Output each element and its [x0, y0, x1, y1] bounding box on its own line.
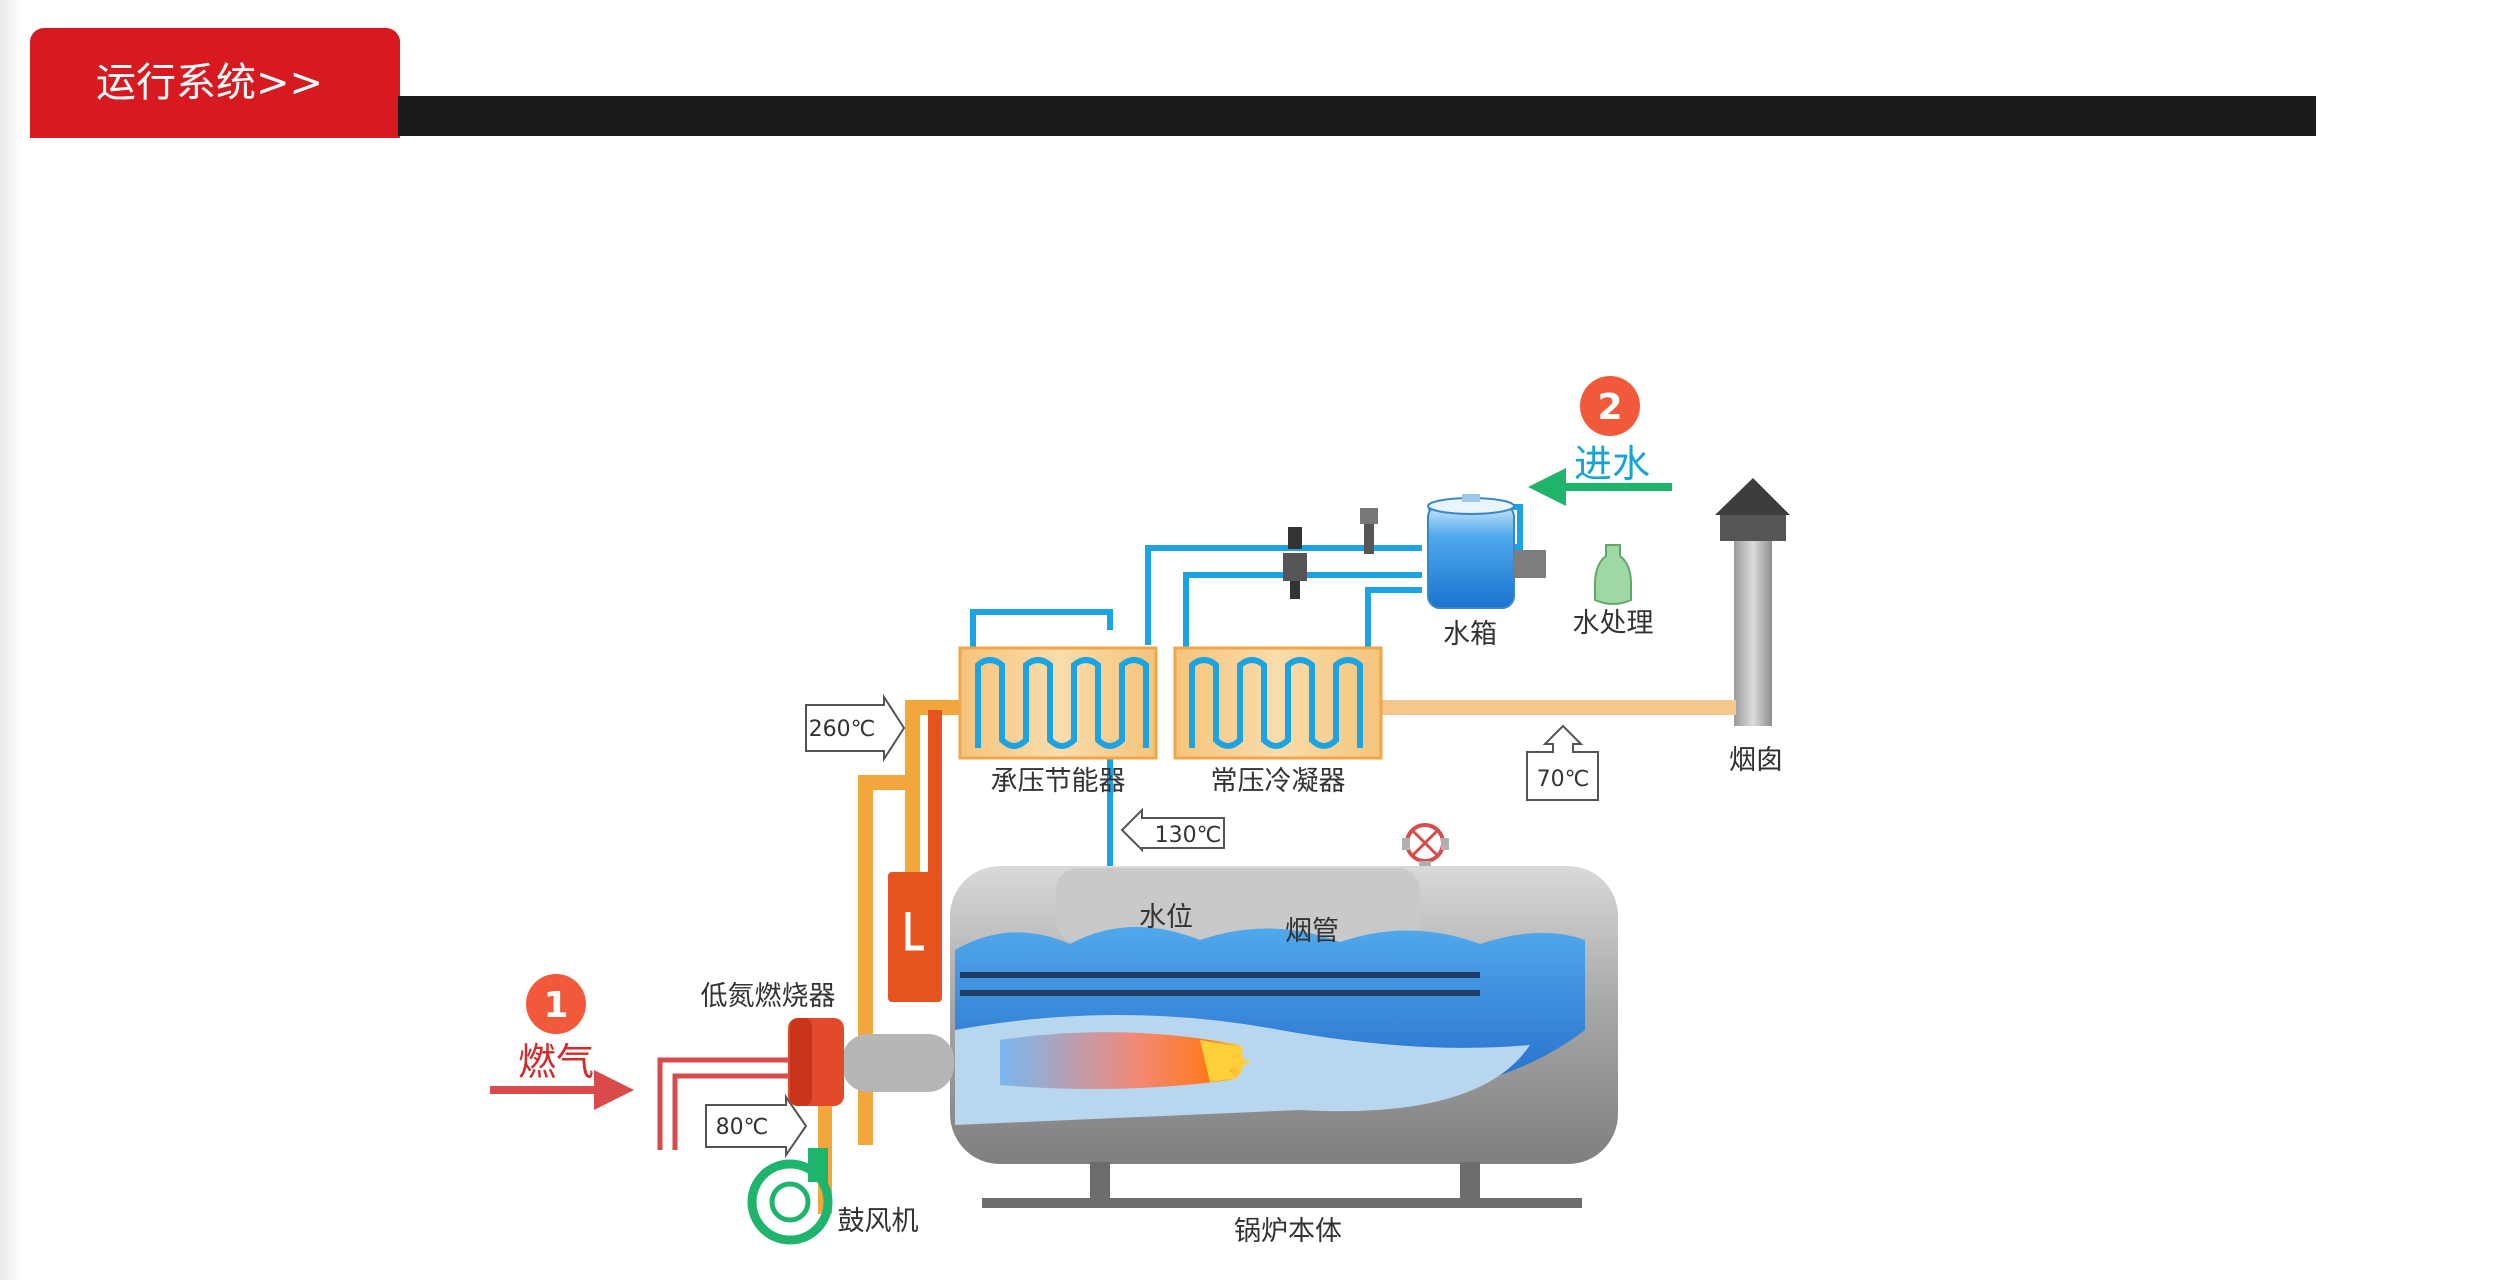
- boiler-body: [950, 866, 1618, 1208]
- water-inlet-arrow: [1528, 468, 1672, 506]
- water-tank: [1427, 494, 1546, 609]
- section-header-tab[interactable]: 运行系统>>: [30, 28, 400, 138]
- svg-text:260℃: 260℃: [809, 717, 876, 742]
- blower-fan: [747, 1106, 833, 1245]
- gas-pipe: [657, 1057, 790, 1150]
- water-treatment-bottle: [1593, 544, 1633, 605]
- svg-text:80℃: 80℃: [716, 1115, 769, 1140]
- temp-tag-70: 70℃: [1526, 724, 1599, 801]
- flue-tube-label: 烟管: [1285, 916, 1339, 947]
- header-bar: [398, 96, 2316, 136]
- condenser: [1173, 646, 1383, 760]
- safety-valve-icon: [1402, 823, 1449, 871]
- pipe-valve-icon: [1283, 527, 1307, 599]
- temp-tag-260: 260℃: [805, 693, 906, 763]
- water-level-label: 水位: [1139, 902, 1193, 933]
- chimney: [1715, 478, 1790, 726]
- flue-duct: [888, 710, 942, 1002]
- page-edge-shade: [0, 0, 22, 1280]
- svg-text:70℃: 70℃: [1537, 767, 1590, 792]
- pressure-gauge-icon: [1360, 508, 1378, 554]
- gas-inlet-label: 燃气: [518, 1040, 594, 1084]
- burner-label: 低氮燃烧器: [701, 981, 836, 1012]
- flue-gas-pipe: [858, 700, 1736, 1145]
- temp-tag-80: 80℃: [705, 1093, 808, 1159]
- gas-inlet-arrow: [490, 1070, 634, 1110]
- svg-text:2: 2: [1597, 387, 1622, 428]
- boiler-body-label: 锅炉本体: [1234, 1216, 1342, 1247]
- water-treatment-label: 水处理: [1573, 608, 1654, 639]
- blower-label: 鼓风机: [838, 1206, 919, 1237]
- temp-tag-130: 130℃: [1120, 807, 1225, 853]
- svg-text:1: 1: [543, 985, 568, 1026]
- low-nox-burner: [788, 1018, 954, 1106]
- chimney-label: 烟囱: [1729, 745, 1783, 776]
- badge-2: 2: [1580, 376, 1640, 436]
- badge-1: 1: [526, 974, 586, 1034]
- svg-text:130℃: 130℃: [1155, 823, 1222, 848]
- economizer-label: 承压节能器: [991, 766, 1126, 797]
- economizer: [958, 646, 1158, 760]
- water-tank-label: 水箱: [1443, 619, 1497, 650]
- condenser-label: 常压冷凝器: [1211, 766, 1346, 797]
- water-inlet-label: 进水: [1574, 442, 1650, 486]
